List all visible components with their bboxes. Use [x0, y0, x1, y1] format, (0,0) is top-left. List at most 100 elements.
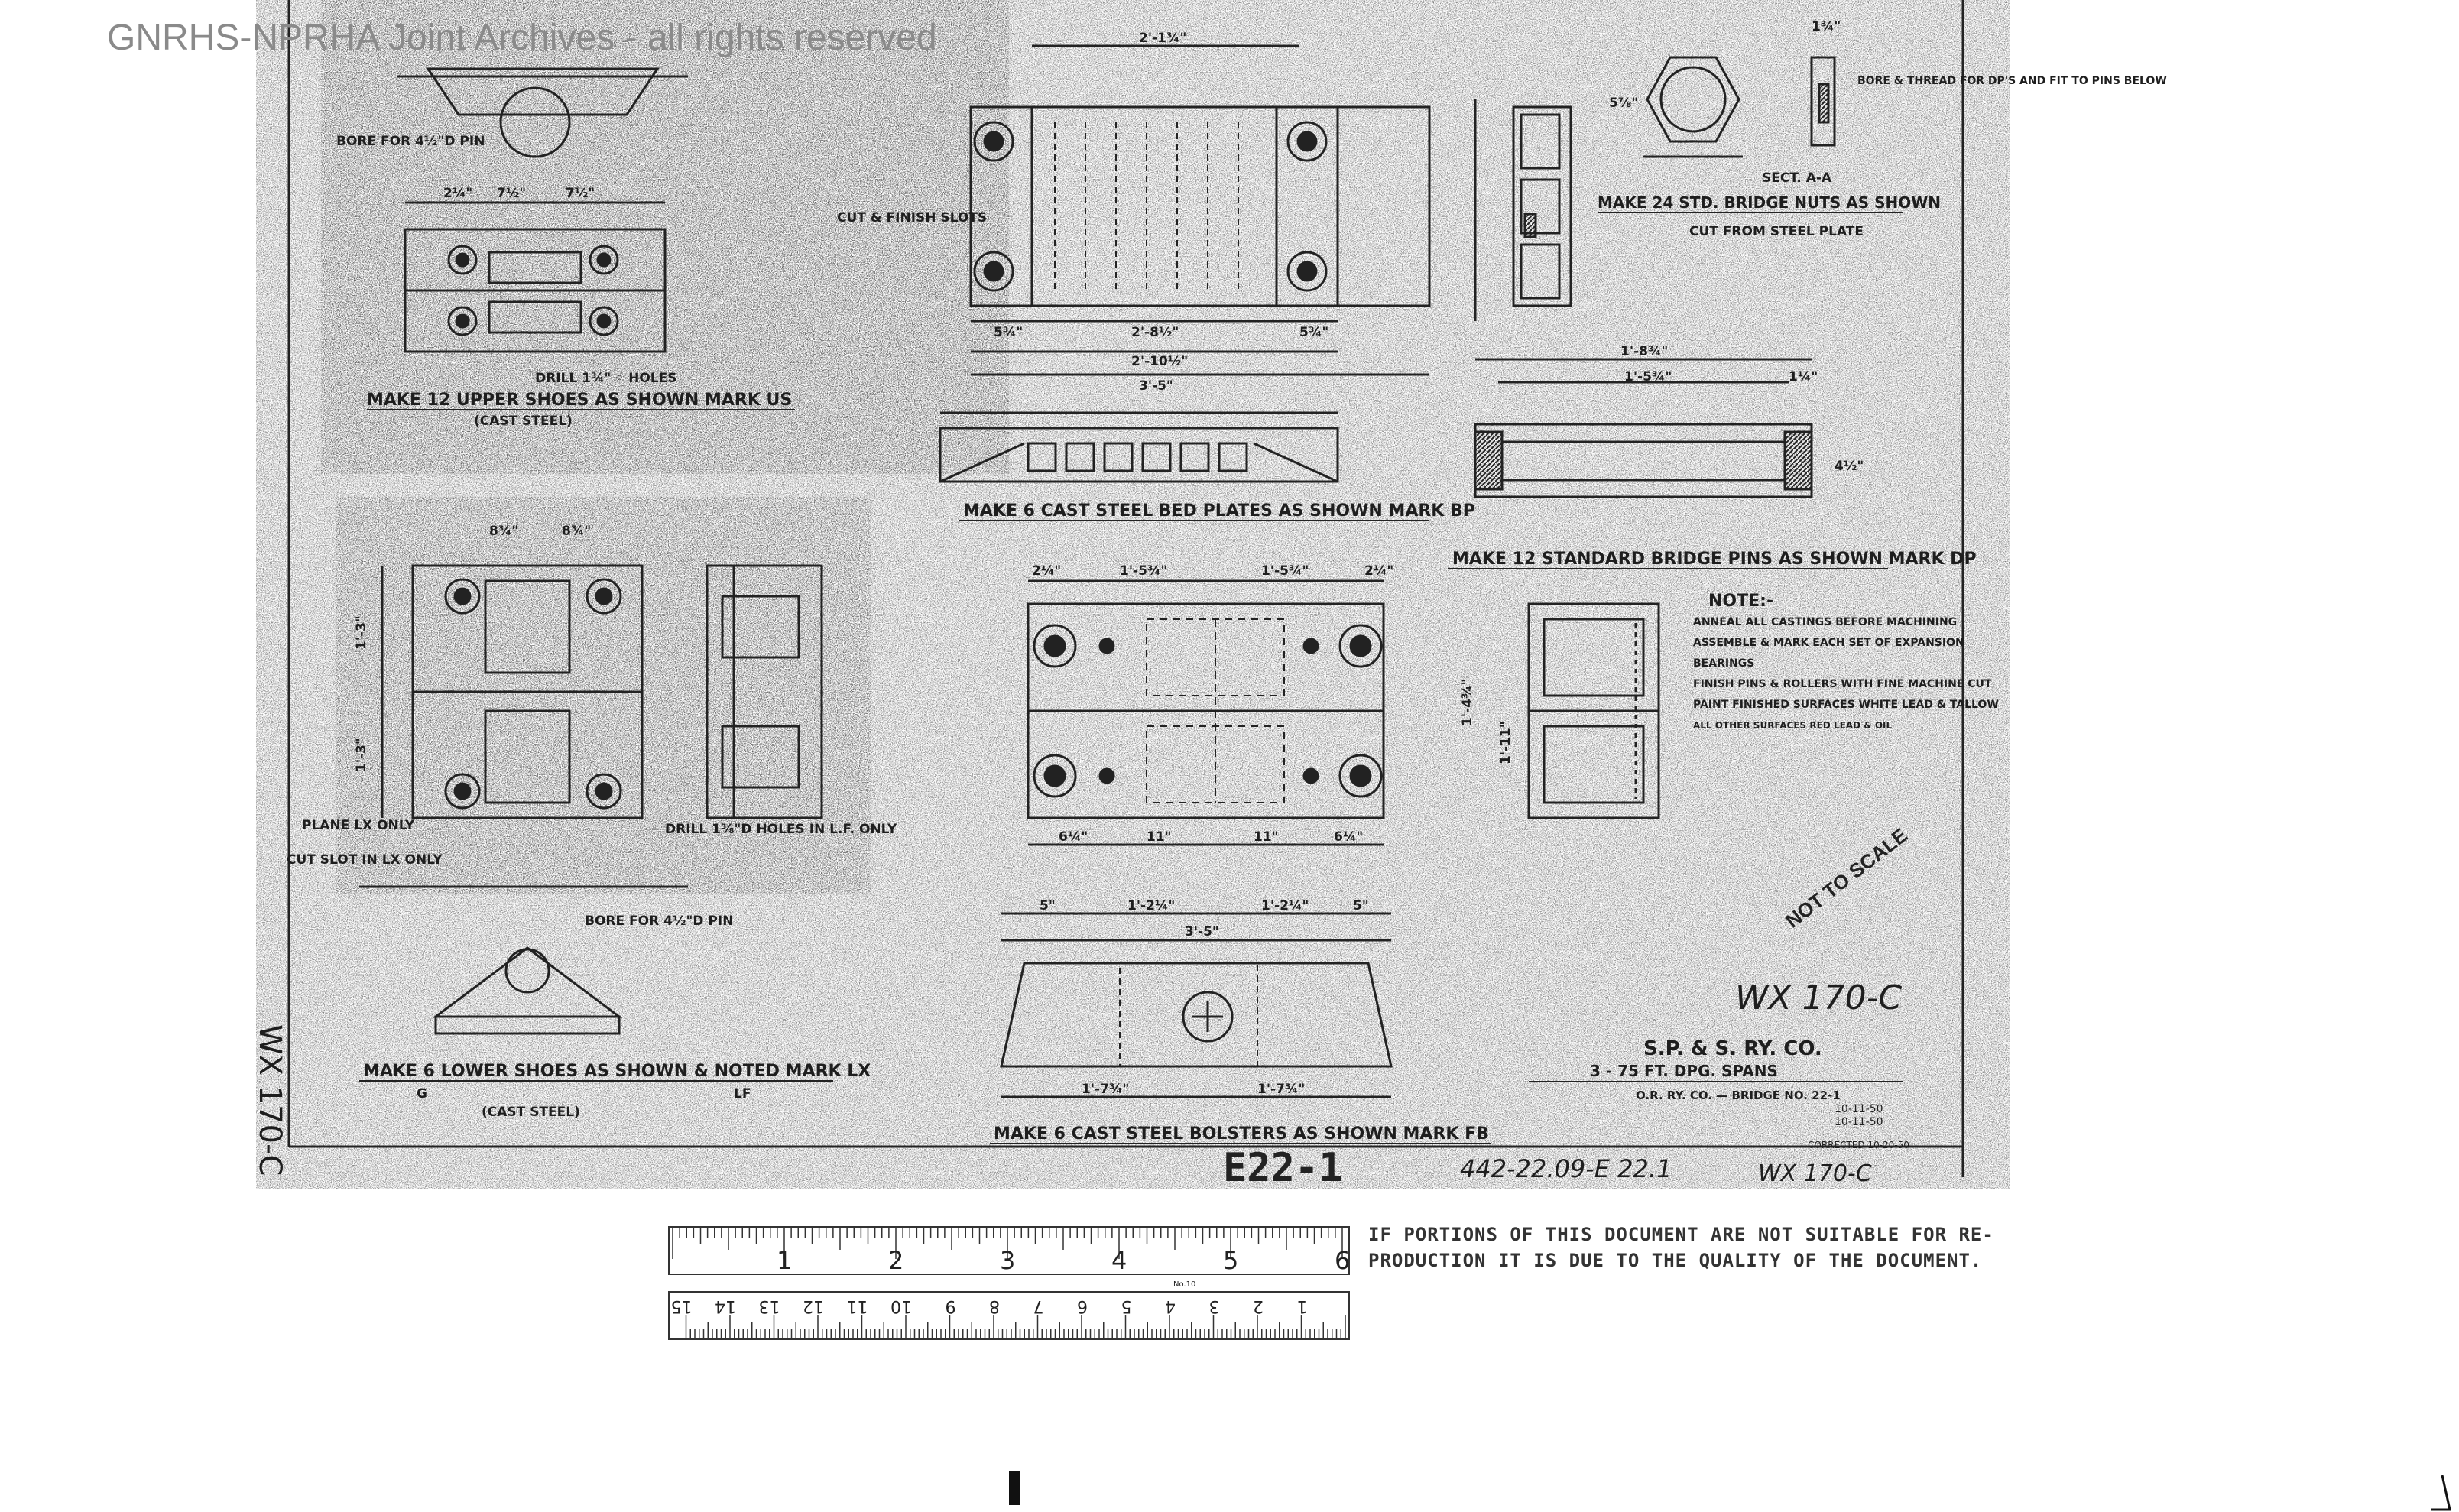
nut-dim-a: 5⅞" [1609, 96, 1638, 111]
pin-len2-dim: 1'-5¾" [1624, 369, 1672, 384]
inch-label: 4 [1111, 1246, 1127, 1275]
side-label: WX 170-C [252, 1024, 287, 1176]
lx-dim-c: 1'-3" [354, 615, 369, 650]
bed-plate-elevation [939, 411, 1339, 483]
inch-label: 2 [888, 1246, 903, 1275]
sect-aa-label: SECT. A-A [1762, 170, 1832, 186]
bp-total-dim: 3'-5" [1139, 378, 1173, 394]
cm-label: 3 [1209, 1296, 1220, 1316]
scan-mark [1009, 1471, 1020, 1505]
bolster-plan [1027, 579, 1385, 846]
bed-plates-title: MAKE 6 CAST STEEL BED PLATES AS SHOWN MA… [963, 501, 1475, 521]
fb-dim-d: 5" [1353, 898, 1369, 913]
cm-label: 9 [946, 1296, 956, 1316]
date-1: 10-11-50 [1835, 1103, 1883, 1115]
upper-shoes-material: (CAST STEEL) [474, 414, 573, 429]
bridge-nuts-sub: CUT FROM STEEL PLATE [1689, 224, 1864, 239]
bp-inner-dim: 2'-8½" [1131, 325, 1179, 340]
fb-total-dim: 3'-5" [1185, 924, 1219, 939]
bolster-side [1527, 602, 1660, 819]
bp-mid-dim: 2'-10½" [1131, 354, 1188, 369]
corrected-label: CORRECTED 10-20-50 [1808, 1140, 1909, 1150]
plan-dim-d: 2¼" [1364, 563, 1393, 579]
plan-dim-c: 1'-5¾" [1261, 563, 1309, 579]
lower-material-label: (CAST STEEL) [482, 1105, 580, 1120]
fb-dim-a: 5" [1040, 898, 1056, 913]
plan-dim-f: 11" [1147, 829, 1172, 845]
bolster-elevation [1000, 912, 1393, 1098]
lower-lf-label: LF [734, 1086, 751, 1102]
bottom-code-ref: 442-22.09-E 22.1 [1460, 1154, 1672, 1183]
bed-plate-plan [969, 44, 1431, 376]
upper-shoes-title: MAKE 12 UPPER SHOES AS SHOWN MARK US [367, 391, 792, 410]
fb-bot1-dim: 1'-7¾" [1082, 1082, 1129, 1097]
v1-dim: 1'-4¾" [1460, 679, 1475, 726]
drawing-number: WX 170-C [1735, 978, 1902, 1017]
plan-dim-a: 2¼" [1032, 563, 1061, 579]
reproduction-notice: IF PORTIONS OF THIS DOCUMENT ARE NOT SUI… [1368, 1224, 1994, 1271]
us-dim-c: 7½" [566, 186, 595, 201]
note-line-5: PAINT FINISHED SURFACES WHITE LEAD & TAL… [1693, 699, 1999, 711]
fb-dim-c: 1'-2¼" [1261, 898, 1309, 913]
plan-dim-h: 6¼" [1334, 829, 1363, 845]
corner-mark [2431, 1475, 2451, 1511]
note-line-2: ASSEMBLE & MARK EACH SET OF EXPANSION [1693, 637, 1964, 649]
plan-dim-b: 1'-5¾" [1120, 563, 1167, 579]
drill-holes-label: DRILL 1¾" ◦ HOLES [535, 371, 676, 386]
pin-len1-dim: 1'-8¾" [1620, 344, 1668, 359]
bottom-code-dup: WX 170-C [1758, 1160, 1872, 1187]
bridge-nuts-title: MAKE 24 STD. BRIDGE NUTS AS SHOWN [1598, 193, 1941, 212]
us-dim-a: 2¼" [443, 186, 472, 201]
pin-dia-dim: 4½" [1835, 459, 1864, 474]
lower-shoe-elevation [359, 885, 688, 1035]
cm-label: 14 [715, 1296, 736, 1316]
bore-lower-label: BORE FOR 4½"D PIN [585, 913, 733, 929]
cut-slot-lx-label: CUT SLOT IN LX ONLY [287, 852, 443, 868]
bore-upper-label: BORE FOR 4½"D PIN [336, 134, 485, 149]
v2-dim: 1'-11" [1498, 721, 1513, 764]
cm-label: 1 [1297, 1296, 1308, 1316]
bridge-label: O.R. RY. CO. — BRIDGE NO. 22-1 [1636, 1089, 1841, 1102]
bore-thread-label: BORE & THREAD FOR DP'S AND FIT TO PINS B… [1857, 75, 2167, 87]
bridge-nut-section [1810, 56, 1836, 147]
date-2: 10-11-50 [1835, 1116, 1883, 1128]
bridge-nut-face [1643, 56, 1743, 158]
lower-shoes-title: MAKE 6 LOWER SHOES AS SHOWN & NOTED MARK… [363, 1062, 871, 1081]
pin-end-dim: 1¼" [1789, 369, 1818, 384]
drill-lower-label: DRILL 1⅜"D HOLES IN L.F. ONLY [665, 822, 897, 837]
cm-label: 10 [890, 1296, 912, 1316]
notes-block: NOTE:- ANNEAL ALL CASTINGS BEFORE MACHIN… [1693, 592, 1999, 731]
bed-plate-side [1474, 99, 1572, 321]
cm-label: 11 [847, 1296, 868, 1316]
sheet-noise-dark-2 [336, 497, 871, 894]
cm-label: 6 [1077, 1296, 1088, 1316]
lower-shoe-plan [381, 564, 644, 819]
sheet-border [287, 0, 1964, 1177]
ruler-caption: No.10 [1173, 1280, 1195, 1289]
note-line-4: FINISH PINS & ROLLERS WITH FINE MACHINE … [1693, 678, 1992, 690]
upper-shoe-elevation [397, 67, 688, 158]
lx-dim-b: 8¾" [562, 524, 591, 539]
cut-finish-label: CUT & FINISH SLOTS [837, 210, 987, 226]
lx-dim-d: 1'-3" [354, 738, 369, 772]
bridge-pin-view [1474, 358, 1813, 498]
inch-label: 6 [1335, 1246, 1350, 1275]
inch-label: 5 [1223, 1246, 1238, 1275]
note-line-3: BEARINGS [1693, 657, 1754, 670]
us-dim-b: 7½" [497, 186, 526, 201]
top-width-dim: 2'-1¾" [1139, 31, 1186, 46]
upper-shoe-plan [404, 201, 667, 353]
watermark: GNRHS-NPRHA Joint Archives - all rights … [107, 18, 937, 58]
bottom-code-main: E22-1 [1223, 1145, 1343, 1191]
spans-label: 3 - 75 FT. DPG. SPANS [1590, 1062, 1778, 1080]
plan-dim-e: 6¼" [1059, 829, 1088, 845]
note-line-1: ANNEAL ALL CASTINGS BEFORE MACHINING [1693, 616, 1957, 628]
cm-label: 5 [1121, 1296, 1132, 1316]
lx-dim-a: 8¾" [489, 524, 518, 539]
plan-dim-g: 11" [1254, 829, 1279, 845]
notes-header: NOTE:- [1708, 592, 1773, 611]
lower-g-label: G [417, 1086, 427, 1102]
title-block: WX 170-C S.P. & S. RY. CO. 3 - 75 FT. DP… [1529, 978, 1909, 1150]
